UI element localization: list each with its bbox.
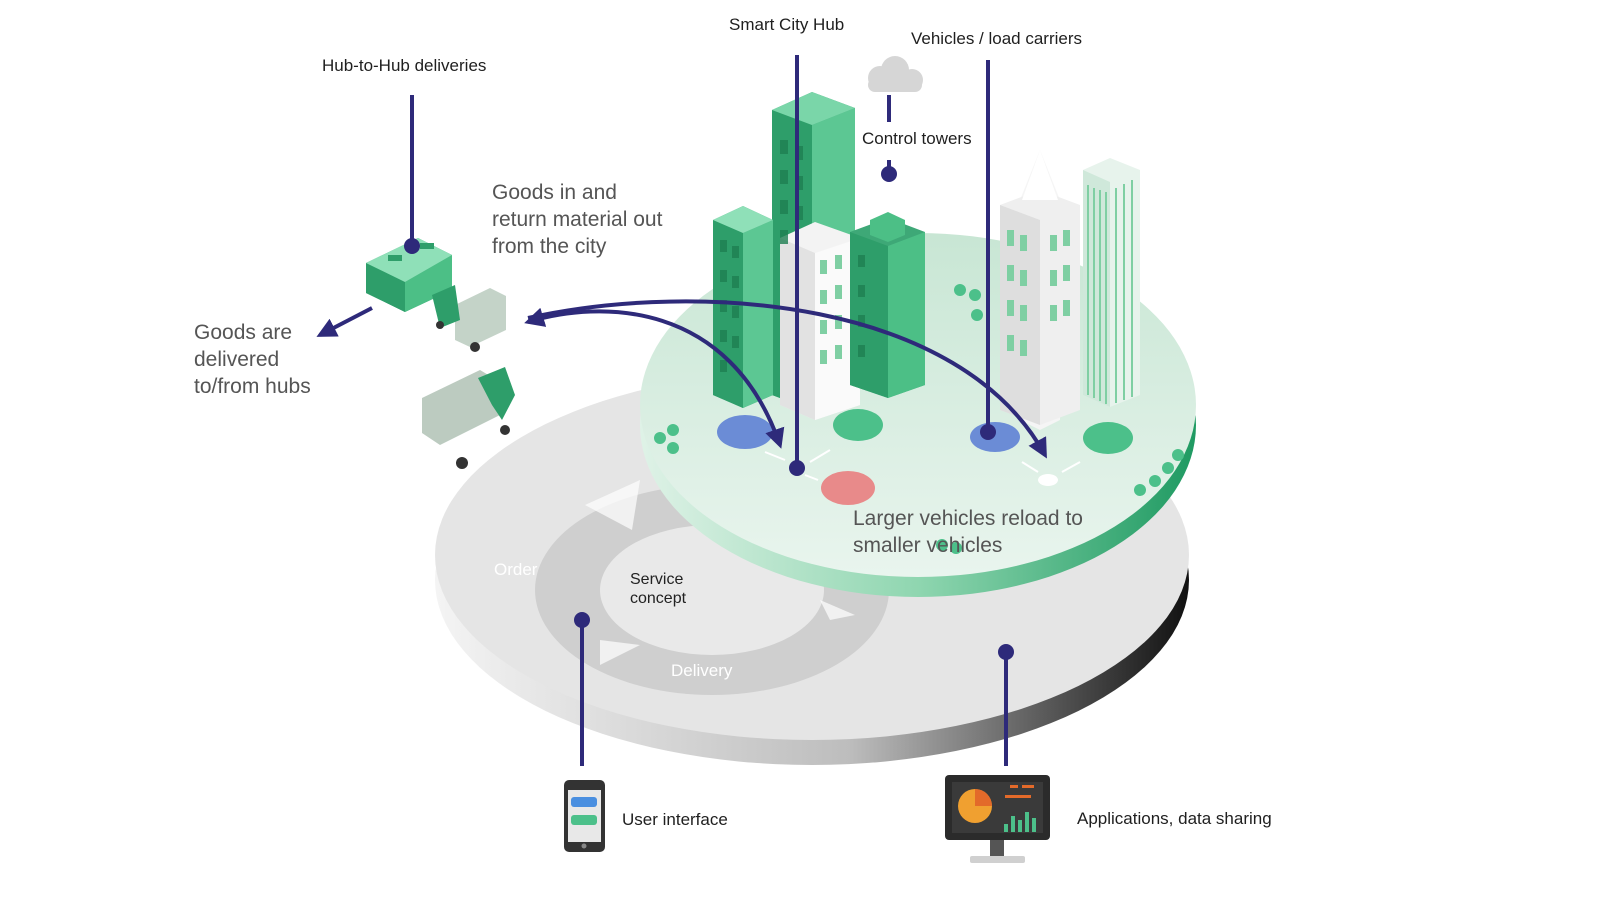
label-goods-in: Goods in and return material out from th… xyxy=(492,181,663,258)
label-smart-city-hub: Smart City Hub xyxy=(729,15,845,34)
flow-arrows xyxy=(316,299,1047,459)
label-order: Order xyxy=(494,560,538,579)
callout-dots xyxy=(404,166,1014,660)
cloud-icon xyxy=(868,56,923,92)
transfer-arrows xyxy=(764,449,1081,481)
hub-warehouse-icon xyxy=(366,238,452,312)
callout-lines xyxy=(410,55,1008,766)
label-goods-delivered: Goods are delivered to/from hubs xyxy=(194,321,311,398)
label-larger-vehicles: Larger vehicles reload to smaller vehicl… xyxy=(853,507,1083,557)
monitor-icon xyxy=(945,775,1050,863)
phone-icon xyxy=(564,780,605,852)
truck-icon xyxy=(422,285,515,469)
label-user-interface: User interface xyxy=(622,810,728,829)
label-delivery: Delivery xyxy=(671,661,733,680)
label-control-towers: Control towers xyxy=(862,129,972,148)
label-service-concept: Service concept xyxy=(630,571,687,607)
label-applications: Applications, data sharing xyxy=(1077,809,1272,828)
label-vehicles: Vehicles / load carriers xyxy=(911,29,1083,48)
label-hub-to-hub: Hub-to-Hub deliveries xyxy=(322,56,487,75)
